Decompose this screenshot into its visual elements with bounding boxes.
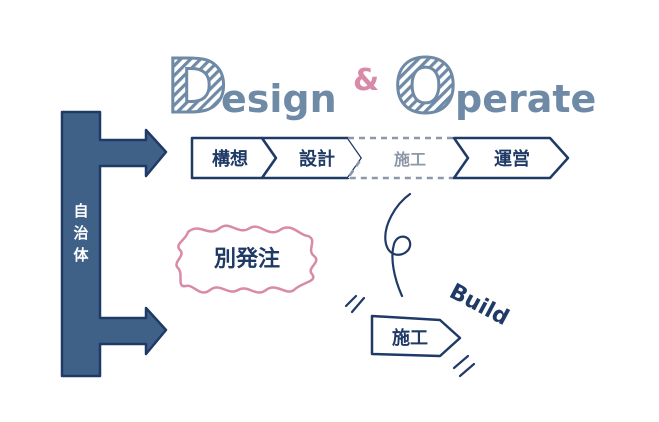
title-operate-initial: O bbox=[394, 44, 457, 130]
separate-order-callout: 別発注 bbox=[175, 224, 318, 294]
step-concept-label: 構想 bbox=[212, 148, 248, 170]
step-design-label: 設計 bbox=[299, 148, 335, 170]
title-design-rest: esign bbox=[221, 77, 337, 121]
step-construction-label: 施工 bbox=[394, 150, 426, 169]
title-ampersand: & bbox=[353, 63, 379, 98]
build-tag-label: 施工 bbox=[392, 327, 428, 349]
process-flow: 構想 設計 施工 運営 bbox=[190, 136, 570, 180]
step-operation-label: 運営 bbox=[494, 148, 530, 170]
motion-lines-right bbox=[452, 354, 476, 378]
municipality-char-3: 体 bbox=[73, 246, 89, 264]
title-operate-rest: perate bbox=[455, 77, 596, 121]
motion-lines-left bbox=[344, 294, 366, 314]
municipality-char-2: 治 bbox=[73, 224, 88, 242]
build-tag: 施工 bbox=[370, 314, 462, 358]
connector-curl bbox=[384, 192, 412, 298]
step-construction-shape bbox=[346, 136, 470, 180]
municipality-bar: 自 治 体 bbox=[60, 110, 168, 378]
separate-order-label: 別発注 bbox=[214, 246, 280, 272]
build-annotation: Build bbox=[445, 279, 513, 331]
municipality-char-1: 自 bbox=[73, 202, 88, 220]
title: D esign & O perate bbox=[165, 43, 597, 132]
build-tag-shape bbox=[370, 314, 462, 358]
title-design-initial: D bbox=[166, 44, 227, 130]
burst-shape bbox=[175, 224, 318, 294]
step-operation-shape bbox=[452, 136, 570, 180]
